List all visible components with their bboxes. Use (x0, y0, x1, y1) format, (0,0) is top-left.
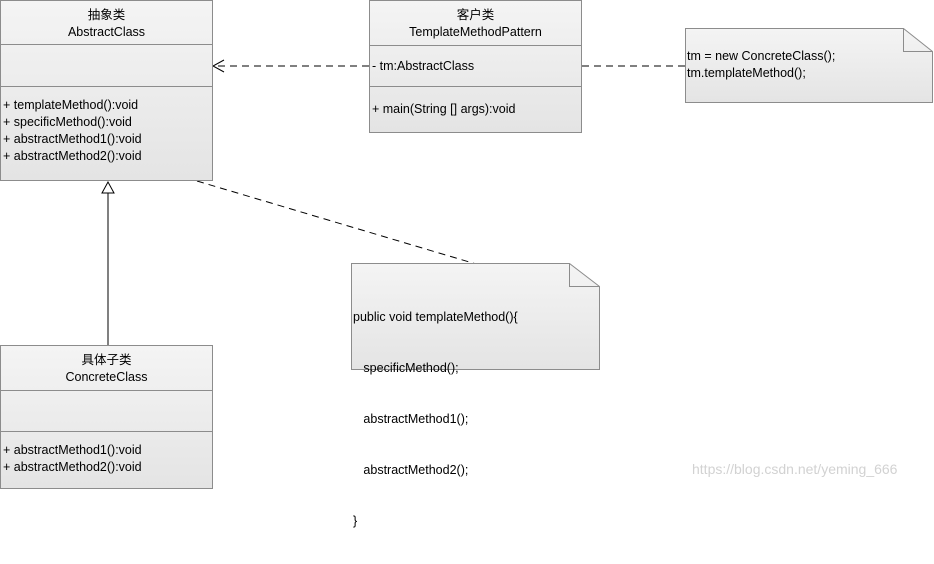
client-class-box[interactable]: 客户类 TemplateMethodPattern - tm:AbstractC… (369, 0, 582, 133)
abstract-class-header: 抽象类 AbstractClass (1, 1, 212, 45)
concrete-class-box[interactable]: 具体子类 ConcreteClass + abstractMethod1():v… (0, 345, 213, 489)
client-note-line: tm = new ConcreteClass(); (687, 49, 836, 63)
template-note-anchor-line (196, 180, 477, 265)
connector-layer (101, 59, 686, 345)
method-specific-method: + specificMethod():void (3, 115, 132, 129)
method-abstract-method2: + abstractMethod2():void (3, 149, 142, 163)
abstract-class-methods: + templateMethod():void + specificMethod… (1, 87, 212, 165)
template-note-line: public void templateMethod(){ (353, 310, 518, 324)
client-note-line: tm.templateMethod(); (687, 66, 806, 80)
concrete-class-name: ConcreteClass (65, 370, 148, 384)
dependency-arrowhead (211, 59, 225, 73)
watermark: https://blog.csdn.net/yeming_666 (692, 461, 898, 477)
method-abstract-method1: + abstractMethod1():void (3, 132, 142, 146)
method-abstract-method1: + abstractMethod1():void (3, 443, 142, 457)
client-class-header: 客户类 TemplateMethodPattern (370, 1, 581, 46)
abstract-class-name: AbstractClass (67, 25, 146, 39)
template-note-line: abstractMethod1(); (353, 412, 469, 426)
abstract-class-stereotype: 抽象类 (87, 8, 126, 22)
note-shape (685, 28, 933, 103)
concrete-class-header: 具体子类 ConcreteClass (1, 346, 212, 391)
method-template-method: + templateMethod():void (3, 98, 139, 112)
client-class-methods: + main(String [] args):void (370, 87, 581, 118)
attribute-tm: - tm:AbstractClass (372, 59, 475, 73)
generalization-arrowhead (101, 180, 115, 194)
concrete-class-stereotype: 具体子类 (81, 353, 132, 367)
abstract-class-box[interactable]: 抽象类 AbstractClass + templateMethod():voi… (0, 0, 213, 181)
abstract-class-attributes (1, 45, 212, 87)
template-note-line: abstractMethod2(); (353, 463, 469, 477)
template-note-line: specificMethod(); (353, 361, 459, 375)
concrete-class-attributes (1, 391, 212, 432)
client-class-stereotype: 客户类 (456, 8, 495, 22)
method-main: + main(String [] args):void (372, 102, 516, 116)
template-note-line: } (353, 514, 358, 528)
concrete-class-methods: + abstractMethod1():void + abstractMetho… (1, 432, 212, 476)
template-method-note[interactable]: public void templateMethod(){ specificMe… (351, 263, 600, 528)
note-shape (351, 263, 600, 370)
client-class-name: TemplateMethodPattern (409, 25, 542, 39)
client-class-attributes: - tm:AbstractClass (370, 46, 581, 87)
method-abstract-method2: + abstractMethod2():void (3, 460, 142, 474)
client-note[interactable]: tm = new ConcreteClass(); tm.templateMet… (685, 28, 933, 103)
